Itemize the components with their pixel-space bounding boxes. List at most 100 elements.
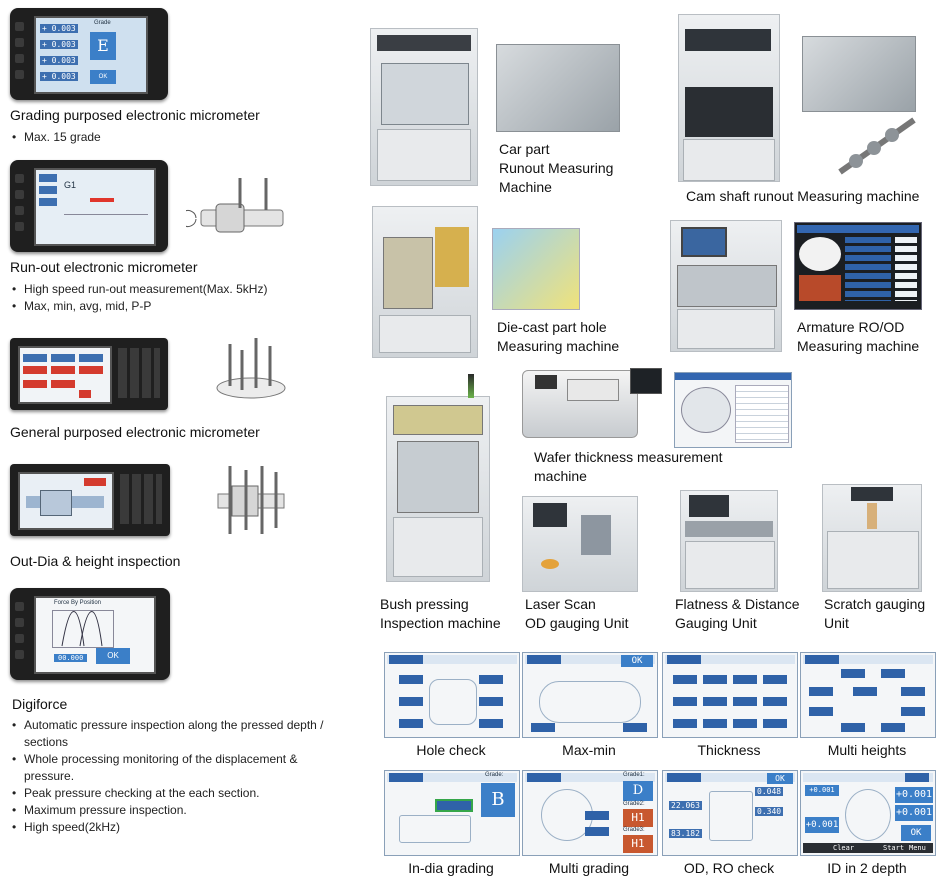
diameter-value: [435, 799, 473, 812]
od-ro-check-screen: OK 22.063 0.048 0.340 83.182: [662, 770, 798, 856]
ok-button[interactable]: OK: [767, 773, 793, 784]
in-dia-grading-label: In-dia grading: [408, 860, 494, 876]
laser-caption: Laser Scan OD gauging Unit: [525, 595, 629, 633]
wafer-machine-photo: [522, 370, 638, 438]
ro-value: 0.340: [755, 807, 784, 816]
armature-caption: Armature RO/OD Measuring machine: [797, 318, 919, 356]
caption-line: Flatness & Distance: [675, 596, 800, 612]
digiforce-bullet: Maximum pressure inspection.: [10, 802, 332, 819]
digiforce-bullet: Automatic pressure inspection along the …: [10, 717, 332, 751]
car-part-caption: Car part Runout Measuring Machine: [499, 140, 613, 197]
caption-line: Bush pressing: [380, 596, 469, 612]
runout-shaft-sketch: [186, 178, 284, 233]
caption-line: Die-cast part hole: [497, 319, 607, 335]
pins-sketch: [216, 338, 286, 399]
caption-line: Armature RO/OD: [797, 319, 905, 335]
side-buttons: [154, 22, 162, 82]
grading-bullet: Max. 15 grade: [10, 129, 101, 146]
hole-check-screen: [384, 652, 520, 738]
od-value: 22.063: [669, 801, 702, 810]
hole-check-label: Hole check: [416, 742, 486, 758]
id-2-depth-screen: +0.001 +0.001 +0.001 +0.001 OK Clear Sta…: [800, 770, 936, 856]
depth-value-1: +0.001: [805, 785, 839, 796]
signal-lamp: [468, 374, 474, 398]
in-dia-grading-screen: Grade: B: [384, 770, 520, 856]
menu-tab: [39, 186, 57, 194]
caption-line: Gauging Unit: [675, 615, 757, 631]
od-value: 83.182: [669, 829, 702, 838]
outdia-panel: [10, 464, 170, 536]
reading-2: + 0.003: [40, 40, 78, 49]
multi-heights-label: Multi heights: [827, 742, 907, 758]
caption-line: machine: [534, 468, 587, 484]
clear-button[interactable]: Clear: [833, 844, 855, 852]
car-part-photo: [496, 44, 620, 132]
max-min-label: Max-min: [562, 742, 616, 758]
ok-button[interactable]: OK: [96, 648, 130, 664]
bush-caption: Bush pressing Inspection machine: [380, 595, 501, 633]
thickness-label: Thickness: [697, 742, 761, 758]
grade-caption: Grade: [94, 20, 111, 26]
ok-button[interactable]: OK: [621, 655, 653, 667]
runout-screen: G1: [34, 168, 156, 246]
cam-shaft-caption: Cam shaft runout Measuring machine: [686, 188, 920, 204]
digiforce-screen: Force By Position 00.000 OK: [34, 596, 156, 674]
keypad[interactable]: [120, 474, 162, 524]
flatness-unit-photo: [680, 490, 778, 592]
die-cast-caption: Die-cast part hole Measuring machine: [497, 318, 619, 356]
caption-line: Unit: [824, 615, 849, 631]
ok-button[interactable]: OK: [901, 825, 931, 841]
caption-line: Measuring machine: [797, 338, 920, 354]
digiforce-device: Force By Position 00.000 OK: [10, 588, 170, 680]
die-cast-part-photo: [492, 228, 580, 310]
laser-scan-unit-photo: [522, 496, 638, 592]
cam-shaft-machine-photo: [678, 14, 780, 182]
footer-bar: Clear Start Menu: [803, 843, 933, 853]
runout-title: Run-out electronic micrometer: [10, 259, 198, 275]
wafer-caption: Wafer thickness measurement machine: [534, 448, 723, 486]
armature-software-screen: [794, 222, 922, 310]
grade-box: H1: [623, 809, 653, 827]
outdia-screen: [18, 472, 114, 530]
menu-tab: [39, 198, 57, 206]
digiforce-bullet: Whole processing monitoring of the displ…: [10, 751, 332, 785]
ro-value: 0.048: [755, 787, 784, 796]
outdia-sketch: [217, 466, 285, 534]
max-min-screen: OK: [522, 652, 658, 738]
depth-value-3: +0.001: [895, 805, 933, 821]
start-button[interactable]: Start: [883, 844, 905, 852]
depth-value-2: +0.001: [895, 787, 933, 803]
caption-line: Car part: [499, 141, 550, 157]
general-micrometer-panel: [10, 338, 168, 410]
multi-heights-screen: [800, 652, 936, 738]
scratch-caption: Scratch gauging Unit: [824, 595, 925, 633]
digiforce-bullet: High speed(2kHz): [10, 819, 332, 836]
cam-shaft-photo-2: [838, 117, 916, 175]
keypad[interactable]: [118, 348, 160, 398]
armature-machine-photo: [670, 220, 782, 352]
caption-line: Scratch gauging: [824, 596, 926, 612]
digiforce-bullet: Peak pressure checking at the each secti…: [10, 785, 332, 802]
car-part-machine-photo: [370, 28, 478, 186]
grade-box: E: [90, 32, 116, 60]
runout-bullet: Max, min, avg, mid, P-P: [10, 298, 267, 315]
multi-grading-screen: Grade1: D Grade2: H1 Grade3: H1: [522, 770, 658, 856]
runout-grade: G1: [64, 180, 77, 190]
thickness-screen: [662, 652, 798, 738]
grade-caption: Grade3:: [623, 827, 645, 833]
grade-box: D: [623, 781, 653, 801]
id-2-depth-label: ID in 2 depth: [827, 860, 907, 876]
ok-button[interactable]: OK: [90, 70, 116, 84]
flatness-caption: Flatness & Distance Gauging Unit: [675, 595, 800, 633]
caption-line: Machine: [499, 179, 552, 195]
grade-box: H1: [623, 835, 653, 853]
caption-line: OD gauging Unit: [525, 615, 629, 631]
force-value: 00.000: [54, 654, 88, 662]
runout-bullet: High speed run-out measurement(Max. 5kHz…: [10, 281, 267, 298]
cam-shaft-photo-1: [802, 36, 916, 112]
grade-caption: Grade2:: [623, 801, 645, 807]
grading-micrometer-screen: + 0.003 + 0.003 + 0.003 + 0.003 Grade E …: [34, 16, 148, 94]
outdia-title: Out-Dia & height inspection: [10, 553, 181, 569]
caption-line: Inspection machine: [380, 615, 501, 631]
menu-button[interactable]: Menu: [909, 844, 926, 852]
